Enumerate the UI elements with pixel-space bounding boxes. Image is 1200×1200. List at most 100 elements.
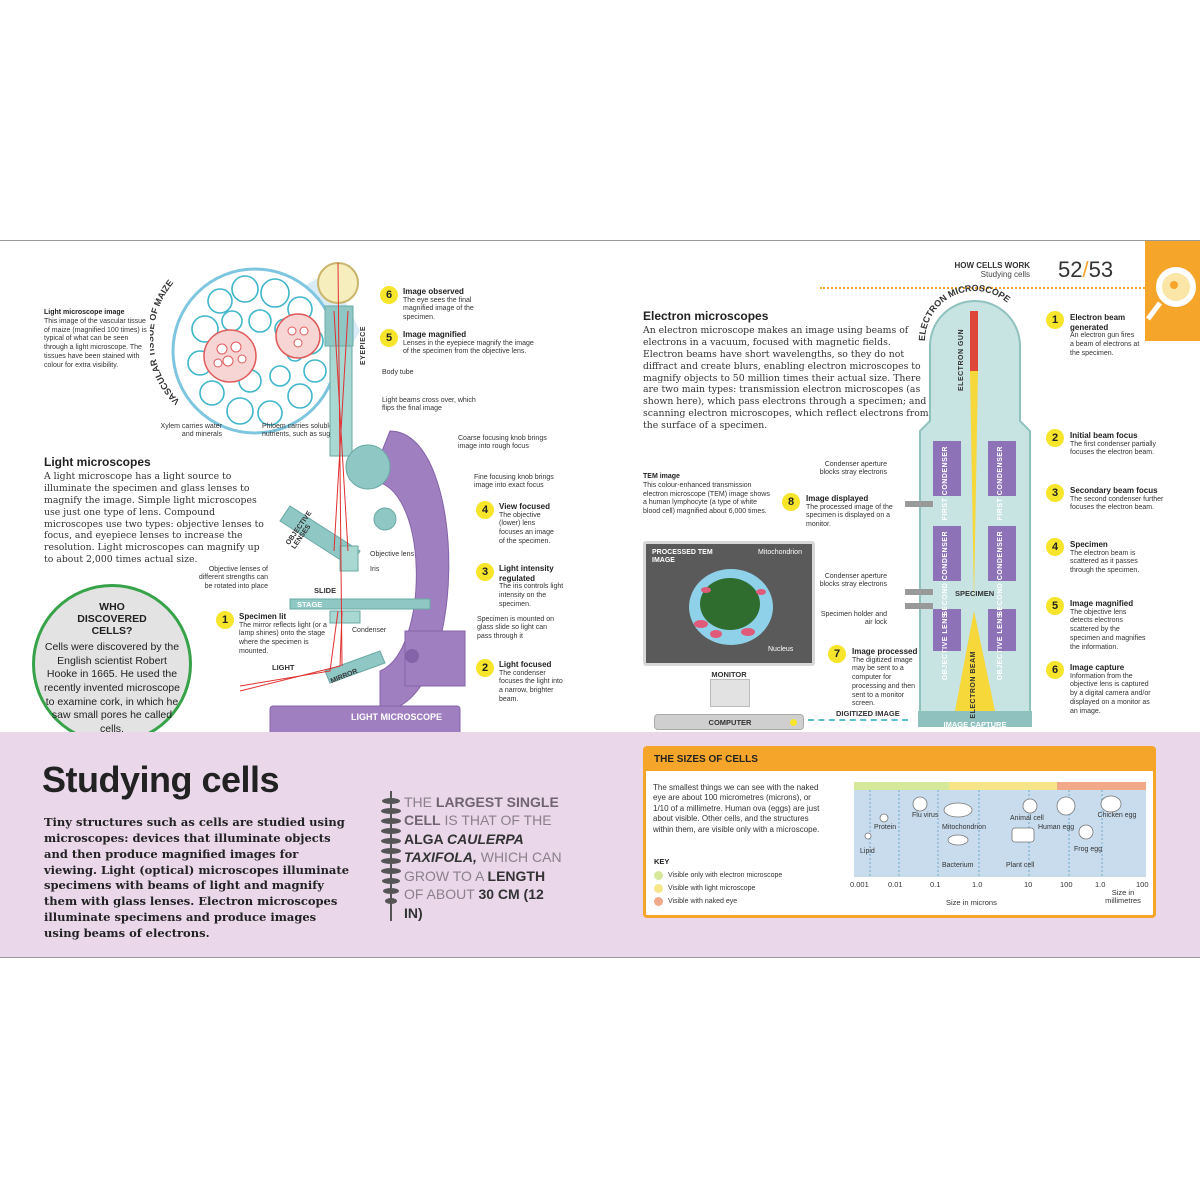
electron-section-title: Electron microscopes xyxy=(643,309,769,323)
light-step-2-badge: 2 xyxy=(476,659,494,677)
objective-lens-left-label: OBJECTIVE LENS xyxy=(942,613,949,681)
key-item-naked-eye: Visible with naked eye xyxy=(654,895,782,908)
xylem-label: Xylem carries water and minerals xyxy=(160,423,222,439)
key-title: KEY xyxy=(654,857,670,866)
header-rule xyxy=(820,287,1145,289)
tick-0-001: 0.001 xyxy=(850,880,869,889)
item-protein: Protein xyxy=(874,824,897,831)
specimen-label: SPECIMEN xyxy=(955,589,995,598)
magnifier-cell-icon xyxy=(1145,241,1200,341)
page-numbers: 52/53 xyxy=(1058,257,1113,283)
electron-step-4-badge: 4 xyxy=(1046,538,1064,556)
electron-step-8-badge: 8 xyxy=(782,493,800,511)
sizes-body: The smallest things we can see with the … xyxy=(653,783,820,834)
beams-cross-label: Light beams cross over, which flips the … xyxy=(382,397,476,413)
page-number-left: 52 xyxy=(1058,257,1083,282)
light-microscopes-section: Light microscopes A light microscope has… xyxy=(44,455,269,566)
tem-caption-title: TEM image xyxy=(643,473,680,480)
image-capture-label: IMAGE CAPTURE xyxy=(943,720,1007,729)
electron-step-4: Specimen The electron beam is scattered … xyxy=(1070,540,1140,575)
light-step-3-badge: 3 xyxy=(476,563,494,581)
light-step-6: Image observed The eye sees the final ma… xyxy=(403,287,474,322)
fine-knob-label: Fine focusing knob brings image into exa… xyxy=(474,474,554,490)
electron-beam-label: ELECTRON BEAM xyxy=(970,651,977,719)
coarse-knob-label: Coarse focusing knob brings image into r… xyxy=(458,435,547,451)
band-electron xyxy=(854,782,949,790)
computer: COMPUTER xyxy=(654,714,804,730)
who-discovered-cells-callout: WHO DISCOVERED CELLS? Cells were discove… xyxy=(32,584,192,744)
rotated-lenses-label: Objective lenses of different strengths … xyxy=(198,566,268,590)
electron-step-8: Image displayed The processed image of t… xyxy=(806,494,893,529)
light-step-6-badge: 6 xyxy=(380,286,398,304)
item-lipid: Lipid xyxy=(860,848,875,855)
largest-cell-fact: THE LARGEST SINGLE CELL IS THAT OF THE A… xyxy=(404,794,562,921)
electron-step-7: Image processed The digitized image may … xyxy=(852,647,918,708)
tem-caption-text: This colour-enhanced transmission electr… xyxy=(643,481,770,515)
electron-gun-label: ELECTRON GUN xyxy=(958,329,965,391)
condenser-label: Condenser xyxy=(352,627,387,634)
item-animal-cell: Animal cell xyxy=(1010,815,1044,822)
maize-tissue-illustration: VASCULAR TISSUE OF MAIZE xyxy=(150,267,360,435)
tick-100: 100 xyxy=(1060,880,1073,889)
electron-microscope-illustration: ELECTRON MICROSCOPE xyxy=(905,283,1032,727)
key-item-electron: Visible only with electron microscope xyxy=(654,869,782,882)
eyepiece-label: EYEPIECE xyxy=(360,326,367,366)
monitor-label: MONITOR xyxy=(711,670,747,679)
tick-10: 10 xyxy=(1024,880,1033,889)
key-list: Visible only with electron microscope Vi… xyxy=(654,869,782,908)
first-condenser-left-label: FIRST CONDENSER xyxy=(942,446,949,521)
tick-1-0-microns: 1.0 xyxy=(972,880,983,889)
specimen-holder-label: Specimen holder and air lock xyxy=(820,611,887,627)
phloem-label: Phloem carries soluble nutrients, such a… xyxy=(262,423,337,439)
light-step-3: Light intensity regulated The iris contr… xyxy=(499,564,564,608)
stage-label: STAGE xyxy=(297,600,323,609)
electron-step-6-badge: 6 xyxy=(1046,661,1064,679)
digitized-label: DIGITIZED IMAGE xyxy=(836,709,900,718)
electron-microscopes-section: Electron microscopes An electron microsc… xyxy=(643,309,933,432)
book-spread: HOW CELLS WORK Studying cells 52/53 VASC… xyxy=(0,240,1200,958)
sizes-of-cells-panel: THE SIZES OF CELLS The smallest things w… xyxy=(643,746,1156,918)
page-title: Studying cells xyxy=(42,759,280,800)
who-body: Cells were discovered by the English sci… xyxy=(44,641,180,736)
computer-power-light xyxy=(790,719,797,726)
electron-step-6: Image capture Information from the objec… xyxy=(1070,663,1151,715)
alga-icon xyxy=(381,791,401,921)
digitized-arrow xyxy=(808,719,908,721)
light-label: LIGHT xyxy=(272,663,295,672)
light-step-2: Light focused The condenser focuses the … xyxy=(499,660,563,703)
maize-caption-text: This image of the vascular tissue of mai… xyxy=(44,317,147,369)
subsection-label: Studying cells xyxy=(980,270,1030,279)
key-swatch-electron xyxy=(654,871,663,880)
second-condenser-left-label: SECOND CONDENSER xyxy=(942,531,949,616)
item-chicken-egg: Chicken egg xyxy=(1097,812,1137,819)
maize-caption-title: Light microscope image xyxy=(44,309,125,316)
objective-lens-right-label: OBJECTIVE LENS xyxy=(997,613,1004,681)
light-section-body: A light microscope has a light source to… xyxy=(44,471,264,566)
specimen-mounted-label: Specimen is mounted on glass slide so li… xyxy=(477,616,555,640)
electron-step-2: Initial beam focus The first condenser p… xyxy=(1070,431,1156,457)
computer-label: COMPUTER xyxy=(708,718,752,727)
scale-ticks: 0.001 0.01 0.1 1.0 10 100 1.0 100 xyxy=(850,880,1150,890)
size-scale-objects xyxy=(864,790,1122,877)
monitor-screen-title: PROCESSED TEM IMAGE xyxy=(652,549,713,565)
monitor-stand xyxy=(710,679,750,707)
page-separator: / xyxy=(1082,257,1089,282)
item-mitochondrion: Mitochondrion xyxy=(942,824,986,831)
band-naked-eye xyxy=(1057,782,1146,790)
light-step-4-badge: 4 xyxy=(476,501,494,519)
light-step-5: Image magnified Lenses in the eyepiece m… xyxy=(403,330,534,356)
condenser-aperture-label-2: Condenser aperture blocks stray electron… xyxy=(819,573,887,589)
electron-section-body: An electron microscope makes an image us… xyxy=(643,325,929,432)
running-header: HOW CELLS WORK Studying cells xyxy=(900,261,1030,279)
light-step-1: Specimen lit The mirror reflects light (… xyxy=(239,612,327,655)
item-bacterium: Bacterium xyxy=(942,862,974,869)
lymphocyte-image xyxy=(689,569,773,645)
intro-body: Tiny structures such as cells are studie… xyxy=(44,815,350,941)
light-microscope-title: LIGHT MICROSCOPE xyxy=(350,712,442,722)
who-title: WHO DISCOVERED CELLS? xyxy=(77,601,147,638)
electron-step-5-badge: 5 xyxy=(1046,597,1064,615)
slide-label: SLIDE xyxy=(314,586,337,595)
item-frog-egg: Frog egg xyxy=(1074,846,1103,853)
electron-step-5: Image magnified The objective lens detec… xyxy=(1070,599,1146,651)
tem-caption: TEM image This colour-enhanced transmiss… xyxy=(643,473,773,517)
